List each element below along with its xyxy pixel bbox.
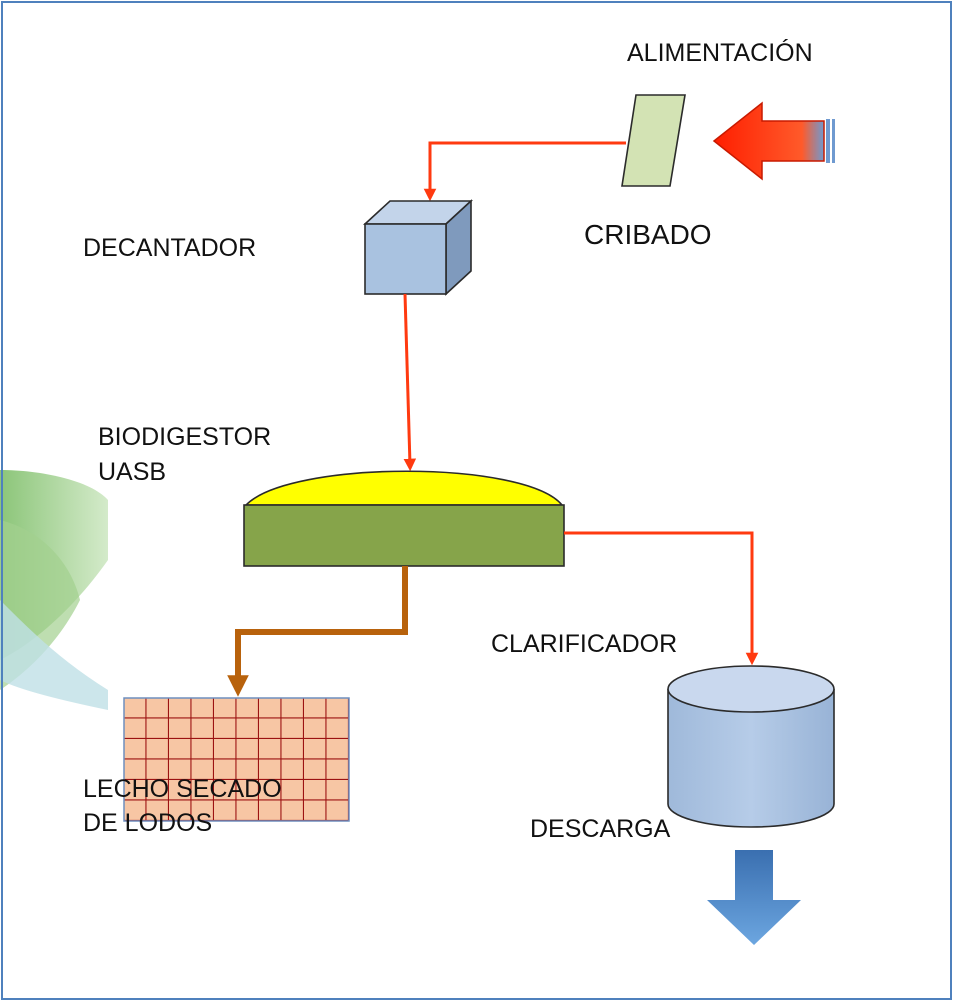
label-de-lodos: DE LODOS [83, 809, 213, 837]
decanter-cube-icon [362, 199, 474, 296]
label-clarificador: CLARIFICADOR [491, 630, 678, 658]
clarifier-cylinder-icon [667, 665, 835, 828]
feed-arrow-icon [712, 101, 835, 181]
label-alimentacion: ALIMENTACIÓN [627, 39, 813, 67]
uasb-digester-icon [243, 470, 565, 567]
label-uasb: UASB [98, 458, 167, 486]
label-lecho-secado: LECHO SECADO [83, 775, 282, 803]
label-biodigestor: BIODIGESTOR [98, 423, 272, 451]
label-cribado: CRIBADO [584, 219, 712, 250]
label-descarga: DESCARGA [530, 815, 671, 843]
flow-line-screen-to-decanter [423, 141, 626, 202]
sludge-line-digester-to-drying-bed [227, 566, 408, 697]
screen-icon [621, 94, 686, 187]
background-swirl-decoration [0, 470, 108, 710]
label-decantador: DECANTADOR [83, 234, 257, 262]
discharge-arrow-icon [707, 850, 801, 945]
flow-line-digester-to-clarifier [564, 531, 759, 666]
flow-line-decanter-to-digester [403, 293, 417, 472]
drying-bed-icon [123, 697, 350, 822]
